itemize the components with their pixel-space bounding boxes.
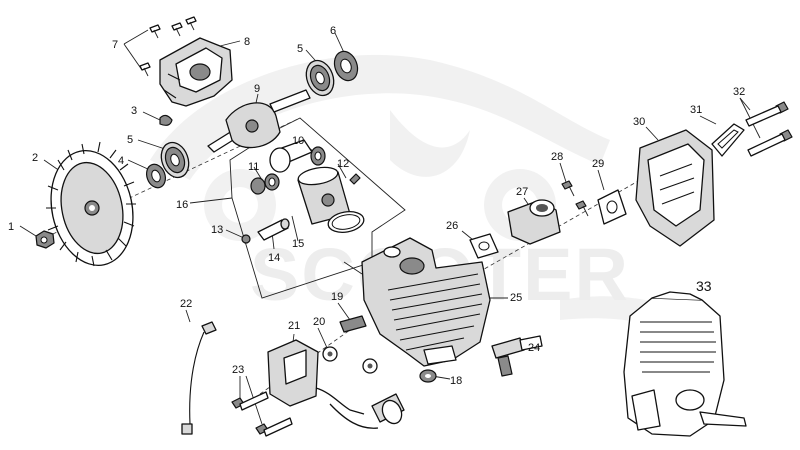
callout-8: 8 [244,36,250,48]
parts [35,16,793,437]
callout-29: 29 [592,158,604,170]
callout-19: 19 [331,291,343,303]
callout-25: 25 [510,292,522,304]
part-12-piston[interactable] [297,165,361,225]
leader-32a [739,97,751,111]
callout-26: 26 [446,220,458,232]
part-7-screws[interactable] [139,16,197,77]
crank-group-outline [229,117,406,299]
callout-2: 2 [32,152,38,164]
leader-13 [225,229,245,239]
leader-3 [142,111,161,121]
part-30-muffler[interactable] [635,129,715,247]
callout-16: 16 [176,199,188,211]
leader-28 [559,162,567,183]
part-29-exhaust-gasket[interactable] [597,189,627,225]
part-27-intake-manifold[interactable] [507,199,561,245]
part-15-piston-ring[interactable] [327,209,366,235]
callout-31: 31 [690,104,702,116]
part-connecting-rod[interactable] [269,139,313,173]
part-18-washer[interactable] [419,369,437,383]
leader-1 [19,225,37,237]
part-19-mounting-plate[interactable] [339,315,367,333]
callout-1: 1 [8,221,14,233]
leader-15 [291,215,299,242]
part-11-piston-bearing[interactable] [250,173,280,195]
leader-11 [253,166,263,181]
leader-19 [337,302,351,321]
part-31-muffler-gasket[interactable] [711,123,745,157]
part-21-ignition-coil[interactable] [267,339,405,429]
part-9-crankshaft[interactable] [207,89,311,153]
leader-16 [189,197,233,204]
leader-4 [127,159,151,171]
part-1-flywheel-nut[interactable] [35,230,55,249]
part-3-woodruff-key[interactable] [159,114,173,126]
callout-32: 32 [733,86,745,98]
leader-12 [337,163,347,179]
callout-10: 10 [292,135,304,147]
part-33-engine-assembly[interactable] [623,291,747,437]
callout-15: 15 [292,238,304,250]
leader-7a [123,29,149,45]
part-13-circlip[interactable] [241,234,251,244]
part-24-spark-plug[interactable] [491,335,543,377]
callout-18: 18 [450,375,462,387]
callout-23: 23 [232,364,244,376]
callout-11: 11 [248,161,259,173]
part-8-crankcase-half[interactable] [159,37,233,107]
part-23-bolts[interactable] [231,391,293,437]
leader-31 [699,115,717,125]
part-10-needle-bearing[interactable] [310,146,326,166]
part-6-oil-seal[interactable] [331,48,362,84]
callout-3: 3 [131,105,137,117]
callout-24: 24 [528,342,540,354]
callout-5-left: 5 [127,134,133,146]
assembly-axis-ignition [259,329,351,395]
callout-7: 7 [112,39,118,51]
part-32-muffler-bolts[interactable] [745,101,793,157]
callout-9: 9 [254,83,260,95]
part-4-oil-seal[interactable] [143,162,168,191]
callout-5-right: 5 [297,43,303,55]
leader-cylinder [343,261,363,275]
leader-20 [317,327,329,351]
callout-12: 12 [337,158,349,170]
callout-4: 4 [118,155,124,167]
part-22-ground-wire[interactable] [181,321,217,435]
part-5-bearing-right[interactable] [302,57,339,100]
leader-7b [123,43,143,71]
leader-29 [597,169,605,191]
callout-6: 6 [330,25,336,37]
leader-30 [645,126,659,141]
part-26-intake-gasket[interactable] [469,233,499,259]
callout-20: 20 [313,316,325,328]
part-25-cylinder[interactable] [361,237,491,367]
part-5-bearing-left[interactable] [157,139,194,182]
callout-28: 28 [551,151,563,163]
part-20-spacers[interactable] [322,346,378,374]
callout-27: 27 [516,186,528,198]
callouts: 1 2 3 4 5 5 6 7 8 9 10 11 12 13 14 15 16… [8,25,745,387]
callout-22: 22 [180,298,192,310]
callout-14: 14 [268,252,280,264]
part-2-flywheel[interactable] [41,141,143,273]
callout-33: 33 [696,278,712,294]
leader-22 [185,309,191,323]
part-14-piston-pin[interactable] [257,218,290,241]
part-28-screws[interactable] [561,180,589,217]
callout-21: 21 [288,320,300,332]
callout-13: 13 [211,224,223,236]
callout-30: 30 [633,116,645,128]
